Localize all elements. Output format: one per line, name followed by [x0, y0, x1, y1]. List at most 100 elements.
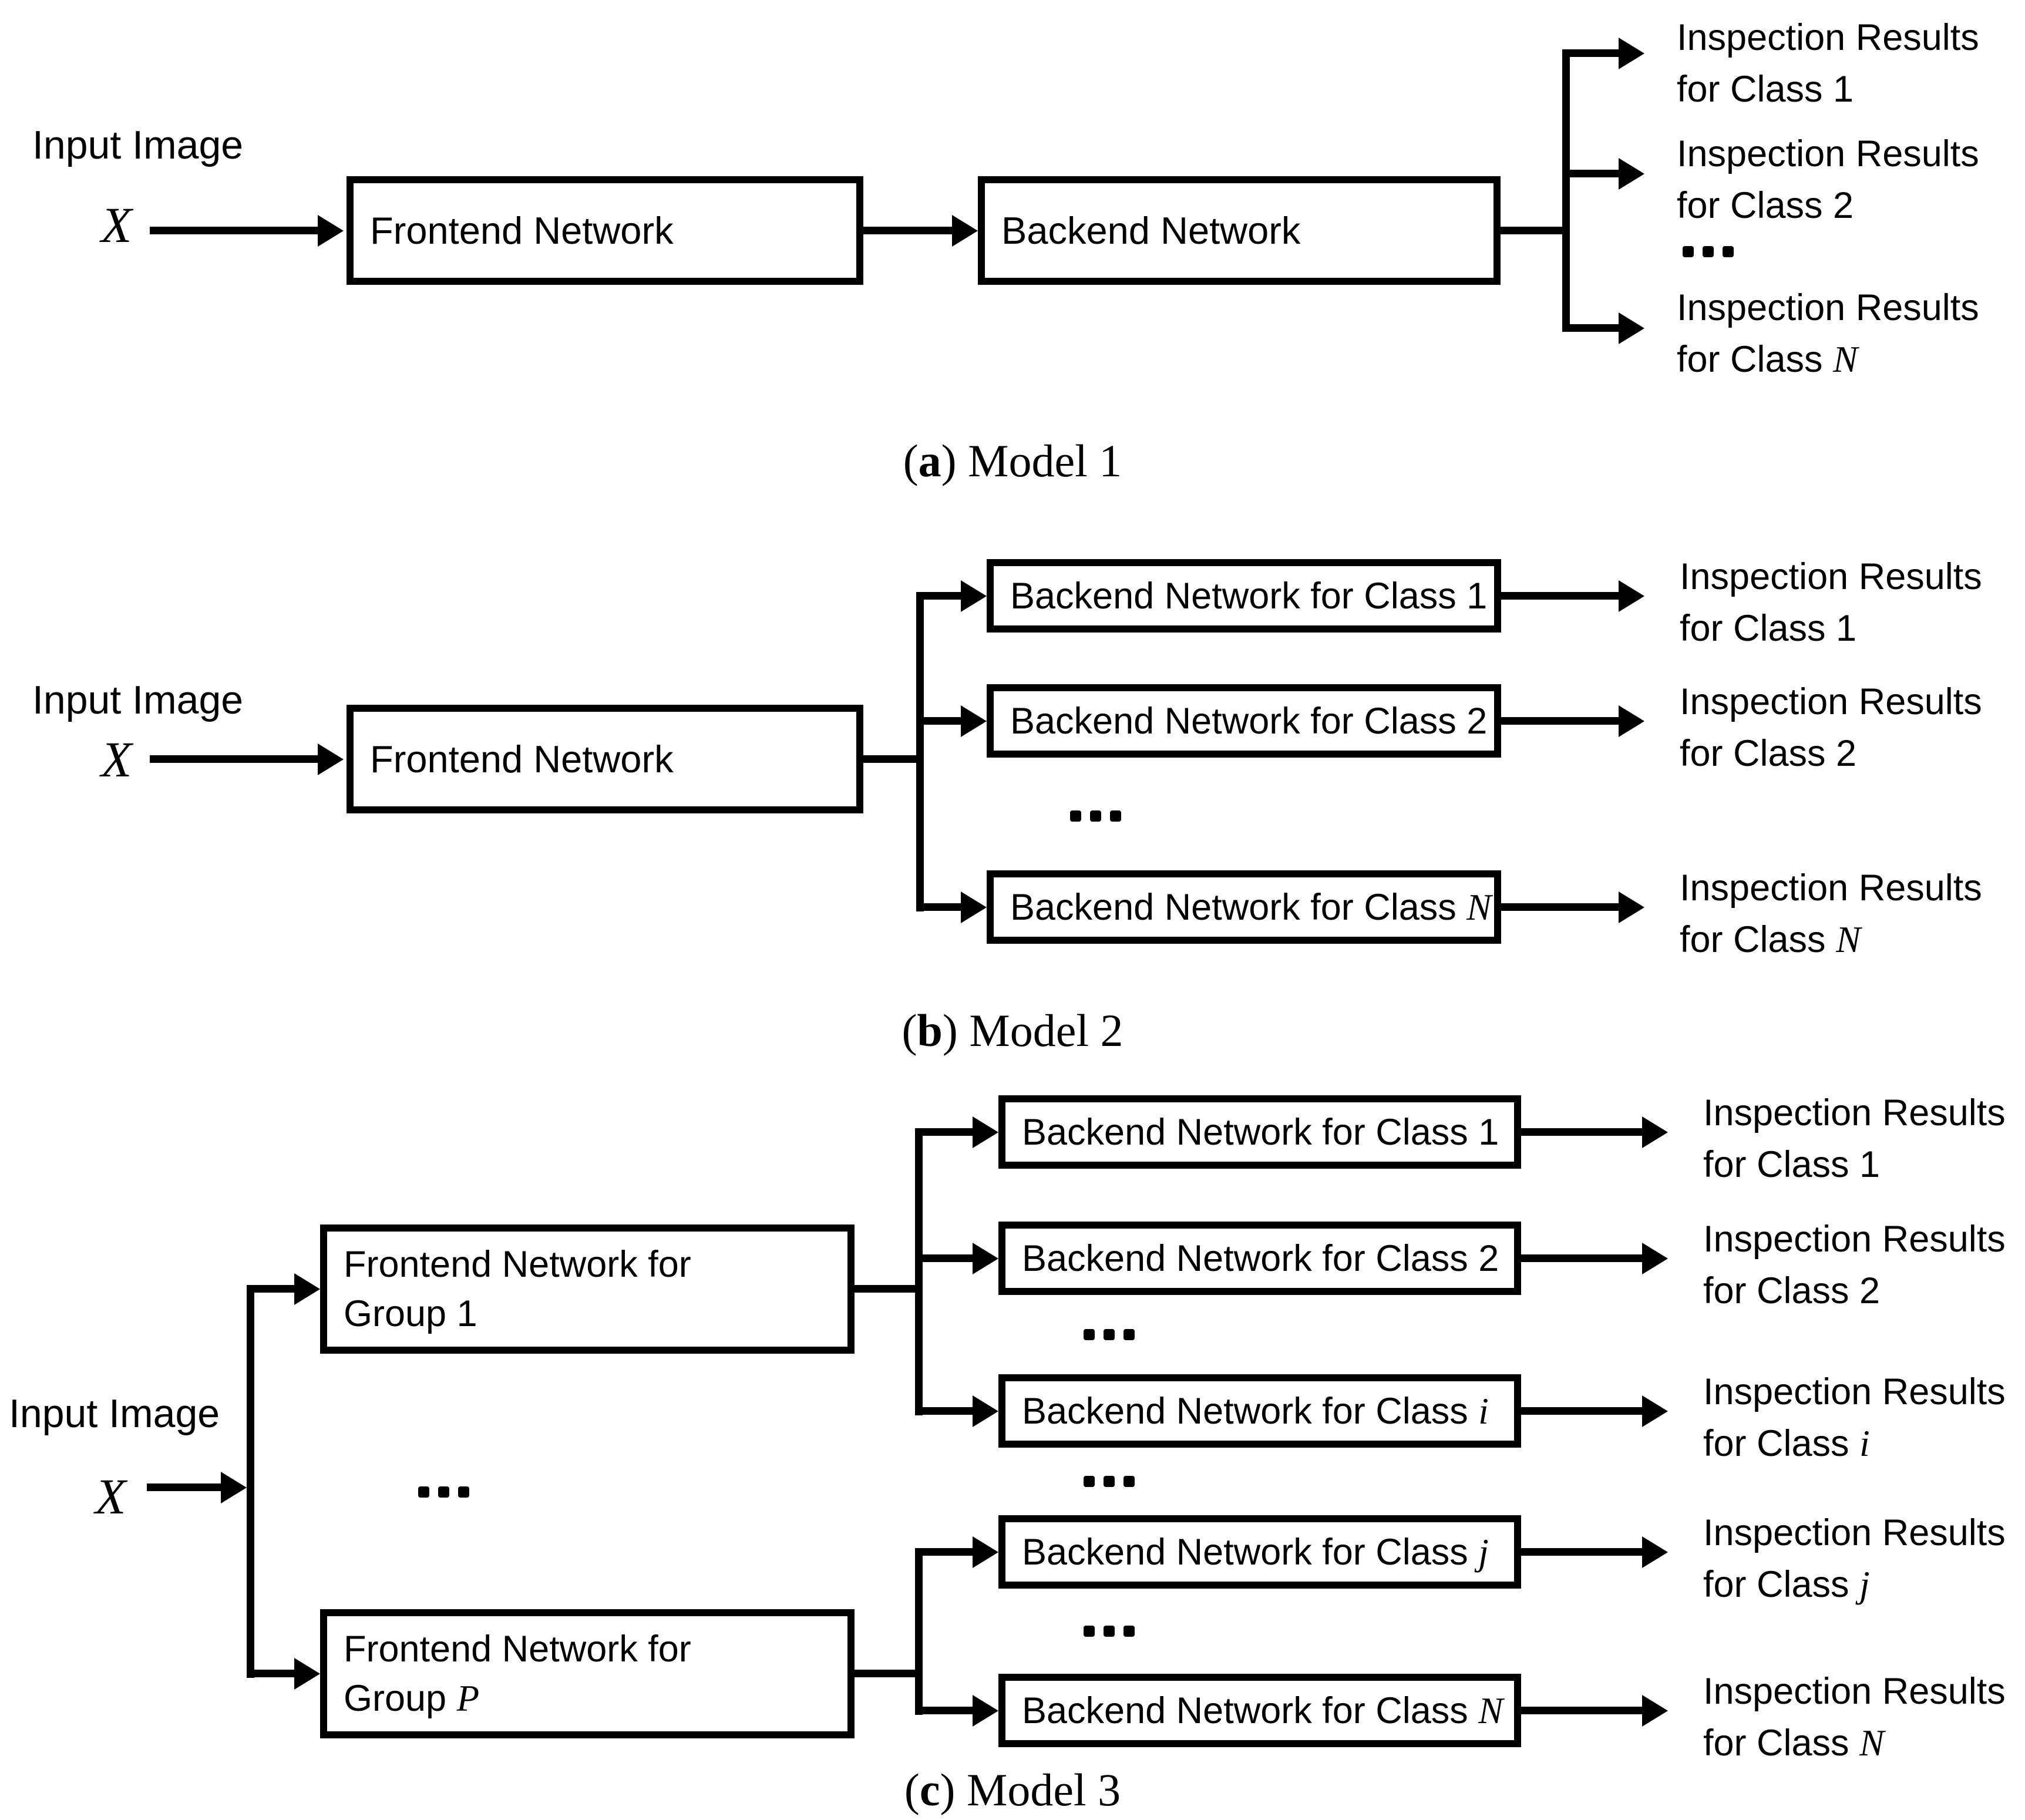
caption-model-2: (b) Model 2 [902, 1005, 1123, 1056]
dot [1703, 246, 1714, 257]
model-c-inspection-result-class-i: Inspection Results for Class i [1703, 1366, 2006, 1469]
model-b-inspection-result-class-1: Inspection Results for Class 1 [1680, 551, 1982, 654]
model-a-input-image-label: Input Image [32, 123, 244, 167]
model-b-backend-network-class-n-box: Backend Network for Class N [987, 870, 1501, 944]
ellipsis-icon [1683, 246, 1734, 257]
flow-arrow-icon [915, 1242, 998, 1274]
label-line2: for Class 2 [1677, 185, 1854, 226]
dot [458, 1486, 469, 1498]
model-c-backend-network-class-j-box: Backend Network for Class j [998, 1515, 1521, 1589]
connector-line [855, 1670, 919, 1677]
label-line2: for Class N [1703, 1723, 1885, 1764]
label-line2: for Class 1 [1703, 1144, 1881, 1185]
flow-arrow-icon [915, 1116, 998, 1148]
dot [1070, 810, 1081, 822]
dot [1683, 246, 1694, 257]
model-c-backend-network-class-1-box: Backend Network for Class 1 [998, 1095, 1521, 1169]
model-c-backend-network-class-n-box: Backend Network for Class N [998, 1674, 1521, 1747]
flow-arrow-icon [916, 580, 987, 612]
model-a-input-variable-x: X [101, 197, 132, 253]
class-variable: N [1466, 886, 1492, 928]
model-b-input-variable-x: X [101, 731, 132, 788]
flow-arrow-icon [247, 1657, 320, 1690]
branch-line [247, 1285, 254, 1678]
ellipsis-icon [1084, 1329, 1135, 1340]
flow-arrow-icon [1521, 1242, 1668, 1274]
flow-arrow-icon [1562, 37, 1644, 69]
flow-arrow-icon [1521, 1536, 1668, 1568]
label-line1: Inspection Results [1703, 1512, 2006, 1553]
model-b-backend-network-class-1-box: Backend Network for Class 1 [987, 559, 1501, 633]
dot [1123, 1329, 1135, 1340]
label-line2: for Class N [1677, 339, 1858, 380]
box-label: Backend Network for Class j [1022, 1531, 1489, 1573]
dot [1084, 1329, 1095, 1340]
flow-arrow-icon [1562, 157, 1644, 190]
model-c-inspection-result-class-n: Inspection Results for Class N [1703, 1666, 2006, 1769]
dot [1723, 246, 1734, 257]
label-line1: Inspection Results [1703, 1371, 2006, 1412]
model-b-frontend-network-box: Frontend Network [347, 705, 863, 813]
dot [1104, 1476, 1115, 1487]
dot [438, 1486, 449, 1498]
flow-arrow-icon [1521, 1116, 1668, 1148]
model-b-input-image-label: Input Image [32, 678, 244, 722]
model-c-inspection-result-class-2: Inspection Results for Class 2 [1703, 1213, 2006, 1317]
dot [1110, 810, 1121, 822]
caption-letter: b [917, 1005, 943, 1056]
model-a-frontend-network-box: Frontend Network [347, 176, 863, 285]
caption-title: Model 2 [957, 1005, 1123, 1056]
connector-line [1501, 227, 1566, 234]
label-line2: for Class N [1680, 919, 1861, 960]
flow-arrow-icon [1501, 891, 1644, 923]
flow-arrow-icon [915, 1536, 998, 1568]
box-label-line1: Frontend Network for [344, 1244, 691, 1285]
box-label: Backend Network for Class i [1022, 1390, 1489, 1432]
dot [418, 1486, 429, 1498]
class-variable: i [1859, 1423, 1870, 1464]
model-b-backend-network-class-2-box: Backend Network for Class 2 [987, 684, 1501, 758]
flow-arrow-icon [150, 743, 344, 775]
label-line1: Inspection Results [1680, 556, 1982, 597]
caption-letter: a [918, 435, 941, 486]
flow-arrow-icon [150, 214, 344, 247]
class-variable: j [1859, 1564, 1870, 1605]
ellipsis-icon [1070, 810, 1121, 822]
box-label-line2: Group P [344, 1678, 480, 1719]
model-c-input-variable-x: X [95, 1468, 126, 1525]
label-line2: for Class i [1703, 1423, 1870, 1464]
branch-line [916, 592, 924, 911]
label-line1: Inspection Results [1677, 287, 1979, 328]
box-label: Backend Network for Class N [1010, 886, 1492, 928]
ellipsis-icon [1084, 1626, 1135, 1637]
class-variable: j [1478, 1531, 1489, 1573]
connector-line [855, 1285, 919, 1293]
label-line1: Inspection Results [1677, 17, 1979, 58]
model-c-inspection-result-class-1: Inspection Results for Class 1 [1703, 1087, 2006, 1190]
box-label-line2: Group 1 [344, 1293, 477, 1334]
branch-line [915, 1128, 923, 1415]
class-variable: N [1478, 1690, 1503, 1731]
label-line1: Inspection Results [1677, 133, 1979, 174]
label-line2: for Class 1 [1680, 608, 1857, 649]
box-label: Frontend Network [370, 208, 674, 252]
caption-model-3: (c) Model 3 [904, 1764, 1121, 1815]
model-a-inspection-result-class-n: Inspection Results for Class N [1677, 282, 1979, 385]
flow-arrow-icon [863, 214, 978, 247]
model-b-inspection-result-class-n: Inspection Results for Class N [1680, 862, 1982, 965]
model-b-inspection-result-class-2: Inspection Results for Class 2 [1680, 676, 1982, 779]
flow-arrow-icon [916, 705, 987, 737]
flow-arrow-icon [1501, 580, 1644, 612]
box-label: Backend Network for Class 2 [1010, 700, 1488, 742]
label-line2: for Class 2 [1680, 733, 1857, 774]
label-line2: for Class j [1703, 1564, 1870, 1605]
dot [1084, 1626, 1095, 1637]
class-variable: i [1478, 1390, 1489, 1432]
box-label: Backend Network for Class 2 [1022, 1237, 1499, 1279]
box-label-line1: Frontend Network for [344, 1629, 691, 1670]
model-c-backend-network-class-i-box: Backend Network for Class i [998, 1374, 1521, 1448]
